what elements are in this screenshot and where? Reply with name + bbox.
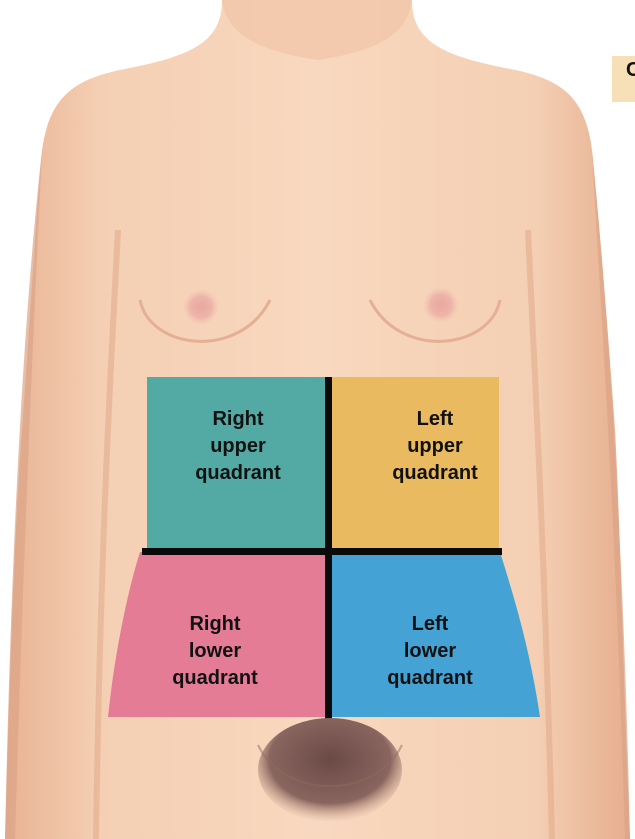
quadrant-label-luq: Left upper quadrant xyxy=(360,406,510,487)
quadrant-label-llq: Left lower quadrant xyxy=(355,611,505,692)
corner-tag: C xyxy=(612,56,635,102)
quadrant-label-ruq: Right upper quadrant xyxy=(163,406,313,487)
corner-tag-text: C xyxy=(626,59,635,81)
quadrant-label-rlq: Right lower quadrant xyxy=(140,611,290,692)
left-nipple xyxy=(423,287,459,323)
right-nipple xyxy=(183,289,219,325)
horizontal-divider xyxy=(142,548,502,555)
